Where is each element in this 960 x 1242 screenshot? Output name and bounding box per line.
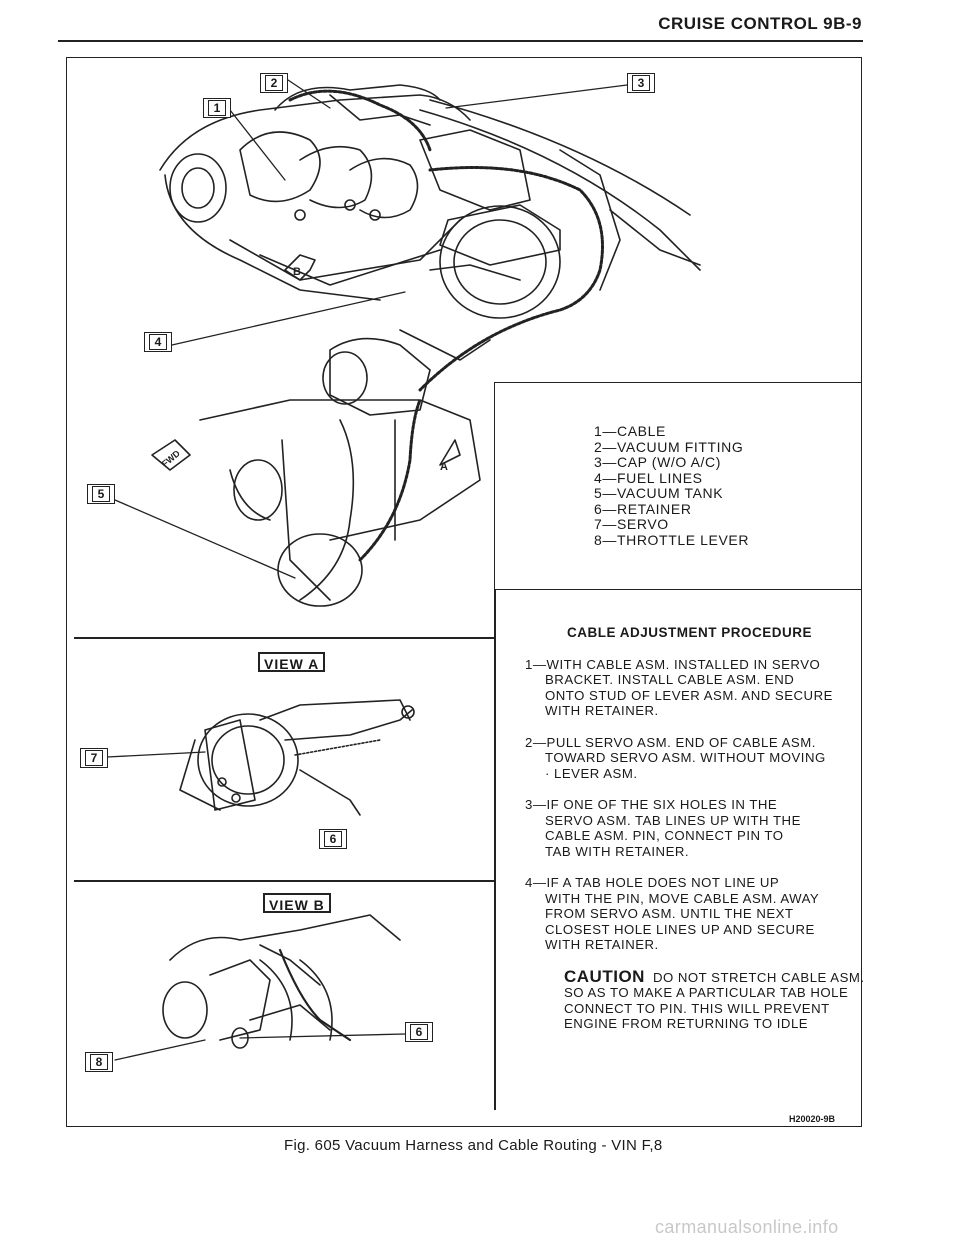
procedure-step: 2—PULL SERVO ASM. END OF CABLE ASM. TOWA…: [525, 734, 826, 781]
figure-caption: Fig. 605 Vacuum Harness and Cable Routin…: [284, 1137, 663, 1154]
legend-item: 6—RETAINER: [594, 500, 692, 517]
header-rule: [58, 40, 863, 42]
legend-item: 2—VACUUM FITTING: [594, 438, 744, 455]
procedure-title: CABLE ADJUSTMENT PROCEDURE: [567, 625, 813, 640]
view-a-divider: [74, 637, 494, 639]
fwd-label: FWD: [160, 448, 183, 469]
callout-7: 7: [80, 748, 108, 768]
figure-code: H20020-9B: [789, 1114, 836, 1124]
callout-2: 2: [260, 73, 288, 93]
procedure-step: 3—IF ONE OF THE SIX HOLES IN THE SERVO A…: [525, 797, 801, 859]
arrow-b-label: B: [293, 266, 301, 278]
legend-item: 8—THROTTLE LEVER: [594, 531, 750, 548]
figure-frame: [66, 57, 862, 1127]
view-b-drawing: [162, 914, 401, 1049]
engine-drawing: B A FWD: [151, 84, 701, 607]
cable-adjustment-procedure: CABLE ADJUSTMENT PROCEDURE 1—WITH CABLE …: [525, 625, 865, 1032]
callout-6-view-a: 6: [319, 829, 347, 849]
callout-4: 4: [144, 332, 172, 352]
legend-item: 7—SERVO: [594, 516, 669, 532]
page-header-title: CRUISE CONTROL 9B-9: [658, 14, 862, 33]
legend-item: 5—VACUUM TANK: [594, 485, 724, 501]
view-a-drawing: [179, 699, 415, 816]
callout-3: 3: [627, 73, 655, 93]
legend-box: [494, 382, 862, 590]
callout-1: 1: [203, 98, 231, 118]
view-b-label: VIEW B: [263, 893, 331, 913]
watermark-text: carmanualsonline.info: [655, 1217, 839, 1237]
legend-item: 3—CAP (W/O A/C): [594, 454, 721, 470]
callout-8: 8: [85, 1052, 113, 1072]
legend-item: 1—CABLE: [594, 423, 666, 439]
view-b-divider: [74, 880, 494, 882]
callout-6-view-b: 6: [405, 1022, 433, 1042]
arrow-a-label: A: [440, 461, 448, 473]
parts-legend: 1—CABLE 2—VACUUM FITTING 3—CAP (W/O A/C)…: [594, 423, 750, 548]
caution-heading: CAUTION: [564, 966, 645, 986]
procedure-step: 4—IF A TAB HOLE DOES NOT LINE UP WITH TH…: [525, 875, 820, 952]
procedure-step: 1—WITH CABLE ASM. INSTALLED IN SERVO BRA…: [525, 656, 833, 719]
callout-5: 5: [87, 484, 115, 504]
view-a-label: VIEW A: [258, 652, 326, 672]
caution-text: DO NOT STRETCH CABLE ASM. SO AS TO MAKE …: [564, 969, 865, 1032]
column-divider: [494, 590, 496, 1110]
legend-item: 4—FUEL LINES: [594, 469, 703, 486]
callout-leader-lines: [106, 79, 628, 1061]
